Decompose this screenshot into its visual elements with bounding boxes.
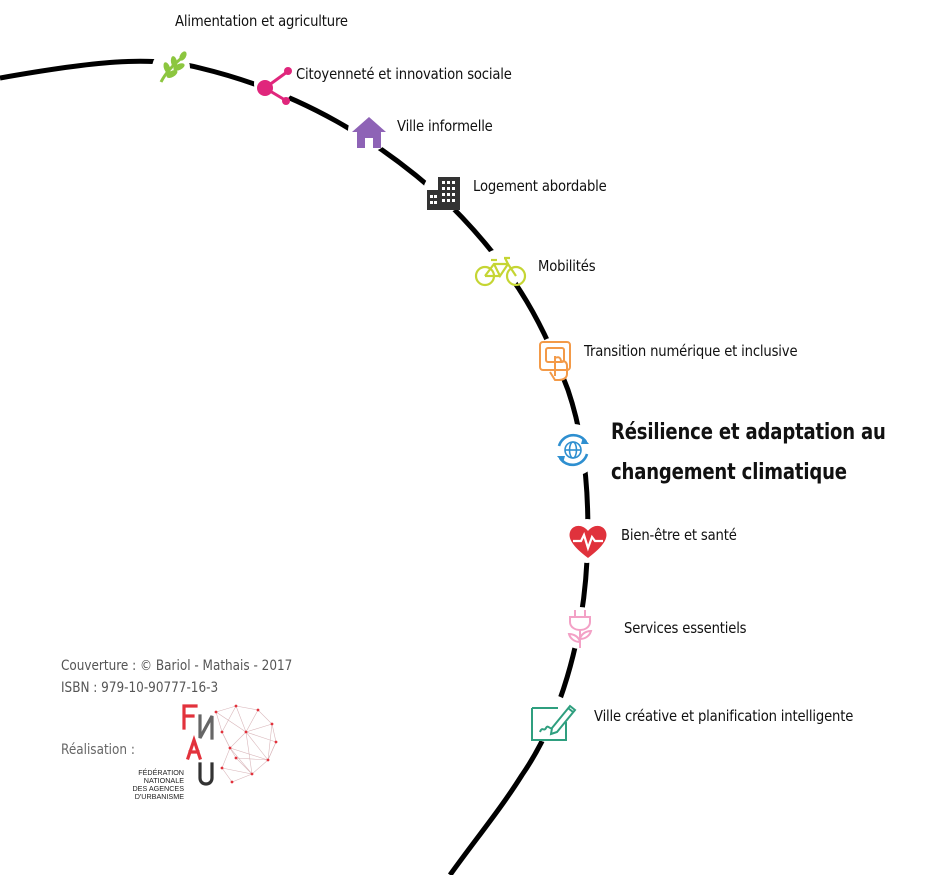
globe-cycle-icon: [557, 433, 589, 467]
topic-label-citoyennete: Citoyenneté et innovation sociale: [296, 65, 512, 83]
topic-label-mobilites: Mobilités: [538, 257, 596, 275]
fnau-line-3: DES AGENCES: [132, 784, 184, 793]
cover-credit: Couverture : © Bariol - Mathais - 2017: [61, 658, 293, 674]
topic-label-resilience-line2: changement climatique: [611, 460, 847, 485]
topic-label-bien-etre: Bien-être et santé: [621, 526, 737, 544]
credits-block: Couverture : © Bariol - Mathais - 2017 I…: [61, 655, 292, 699]
topic-label-alimentation: Alimentation et agriculture: [175, 12, 348, 30]
fnau-fullname: FÉDÉRATION NATIONALE DES AGENCES D'URBAN…: [118, 769, 184, 801]
topic-label-resilience-line1: Résilience et adaptation au: [611, 420, 886, 445]
topic-label-ville-informelle: Ville informelle: [397, 117, 493, 135]
sprout-icon: [159, 51, 187, 83]
touchscreen-icon: [539, 341, 571, 381]
fnau-line-1: FÉDÉRATION: [138, 768, 184, 777]
house-icon: [352, 117, 386, 148]
topic-label-transition-numerique: Transition numérique et inclusive: [584, 342, 798, 360]
pen-board-icon: [531, 704, 577, 741]
topic-label-ville-creative: Ville créative et planification intellig…: [594, 707, 854, 725]
heart-pulse-icon: [569, 525, 607, 558]
fnau-line-4: D'URBANISME: [134, 792, 184, 801]
fnau-network-logo: [182, 704, 278, 786]
topic-label-services: Services essentiels: [624, 619, 747, 637]
realisation-label: Réalisation :: [61, 742, 135, 758]
fnau-line-2: NATIONALE: [143, 776, 184, 785]
isbn-text: ISBN : 979-10-90777-16-3: [61, 680, 219, 696]
plug-icon: [567, 610, 593, 648]
building-icon: [427, 177, 460, 210]
topic-label-logement: Logement abordable: [473, 177, 607, 195]
bicycle-icon: [474, 256, 527, 287]
share-network-icon: [257, 67, 292, 105]
